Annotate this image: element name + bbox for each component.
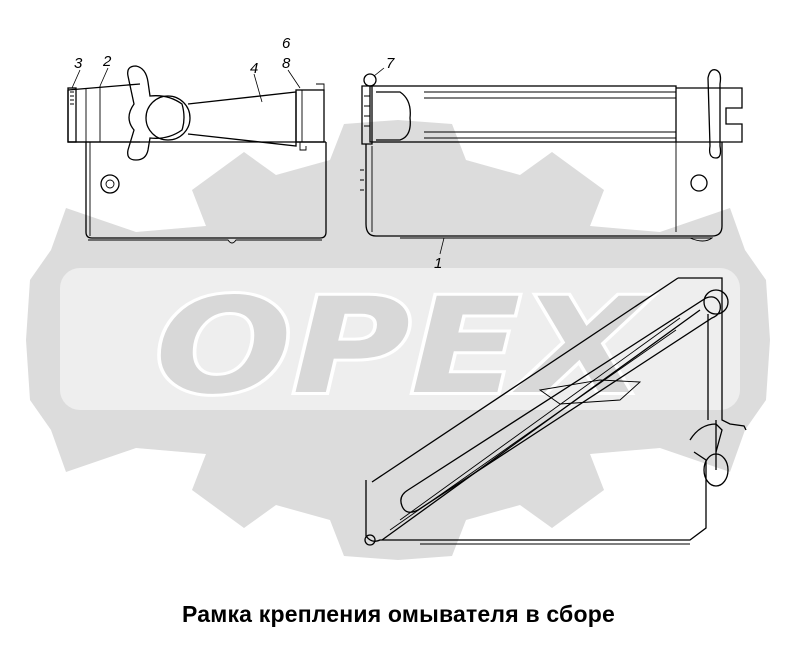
callout-3: 3	[74, 55, 83, 72]
right-view	[360, 69, 743, 242]
watermark-band	[60, 268, 740, 410]
leader-lines	[71, 67, 445, 255]
callouts: 3 2 4 6 8 7 1	[74, 35, 442, 272]
watermark-text: OPEX	[155, 270, 653, 424]
callout-6: 6	[282, 35, 291, 52]
bottom-view	[364, 277, 747, 546]
watermark: OPEX	[26, 120, 770, 560]
callout-8: 8	[282, 55, 291, 72]
callout-4: 4	[250, 60, 258, 77]
callout-2: 2	[102, 53, 112, 70]
callout-7: 7	[386, 55, 395, 72]
figure-caption: Рамка крепления омывателя в сборе	[182, 601, 615, 627]
left-view	[67, 65, 327, 244]
callout-1: 1	[434, 255, 442, 272]
